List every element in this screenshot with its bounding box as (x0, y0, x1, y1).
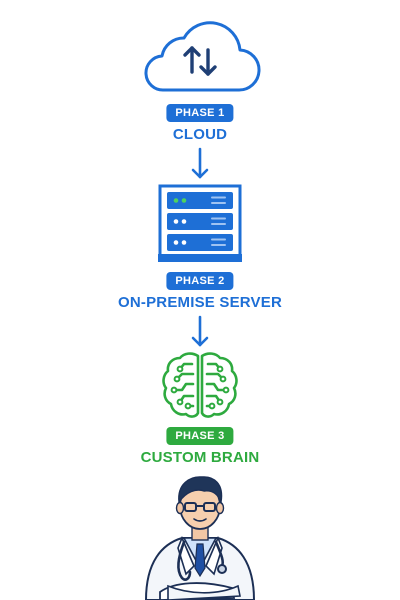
phase-2-badge: PHASE 2 (166, 272, 234, 290)
cloud-sync-icon (144, 21, 261, 92)
phase-2-title: ON-PREMISE SERVER (118, 294, 282, 311)
server-rack-icon (158, 184, 242, 262)
phase-1-badge: PHASE 1 (166, 104, 234, 122)
phase-3-badge: PHASE 3 (166, 427, 234, 445)
doctor-icon (144, 476, 256, 600)
down-arrow-icon (191, 315, 209, 347)
phase-3-title: CUSTOM BRAIN (140, 449, 260, 466)
circuit-brain-icon (162, 352, 238, 418)
down-arrow-icon (191, 147, 209, 179)
phase-1-title: CLOUD (172, 126, 228, 143)
